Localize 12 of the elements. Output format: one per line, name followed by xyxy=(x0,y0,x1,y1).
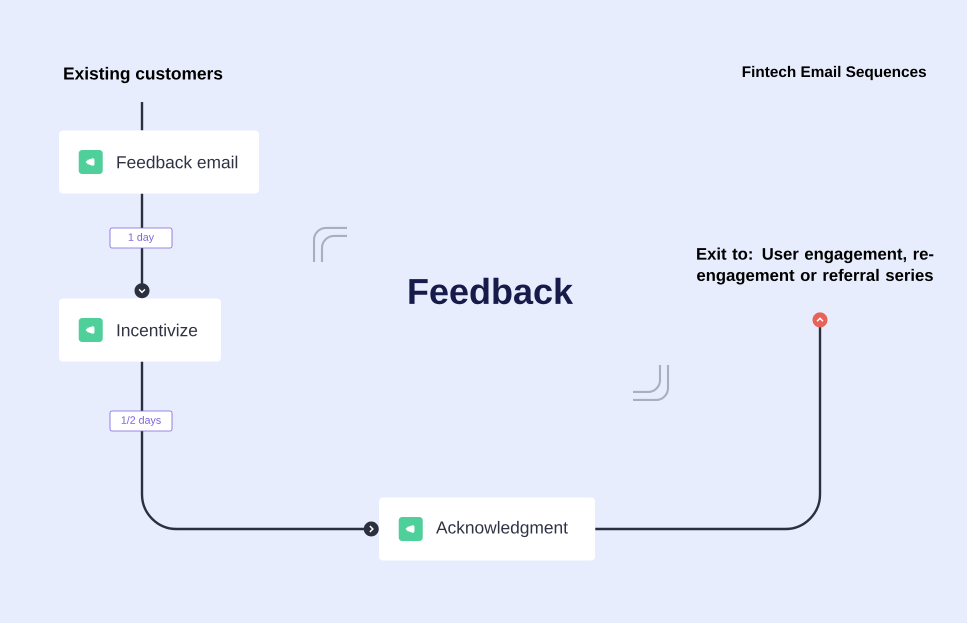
step-box: Feedback email xyxy=(59,130,259,194)
connector xyxy=(140,362,379,536)
step-box: Incentivize xyxy=(59,298,221,362)
edge-label: 1 day xyxy=(110,228,172,248)
title: Feedback xyxy=(409,278,574,304)
connector xyxy=(140,102,144,130)
connector xyxy=(595,312,828,530)
flow-text: Existing customers xyxy=(64,66,222,84)
step-box: Acknowledgment xyxy=(379,498,595,560)
flow-text: Exit to: User engagement, re-engagement or referral series xyxy=(697,248,934,284)
edge-label: 1/2 days xyxy=(110,410,172,432)
header-text: Fintech Email Sequences xyxy=(742,66,926,80)
